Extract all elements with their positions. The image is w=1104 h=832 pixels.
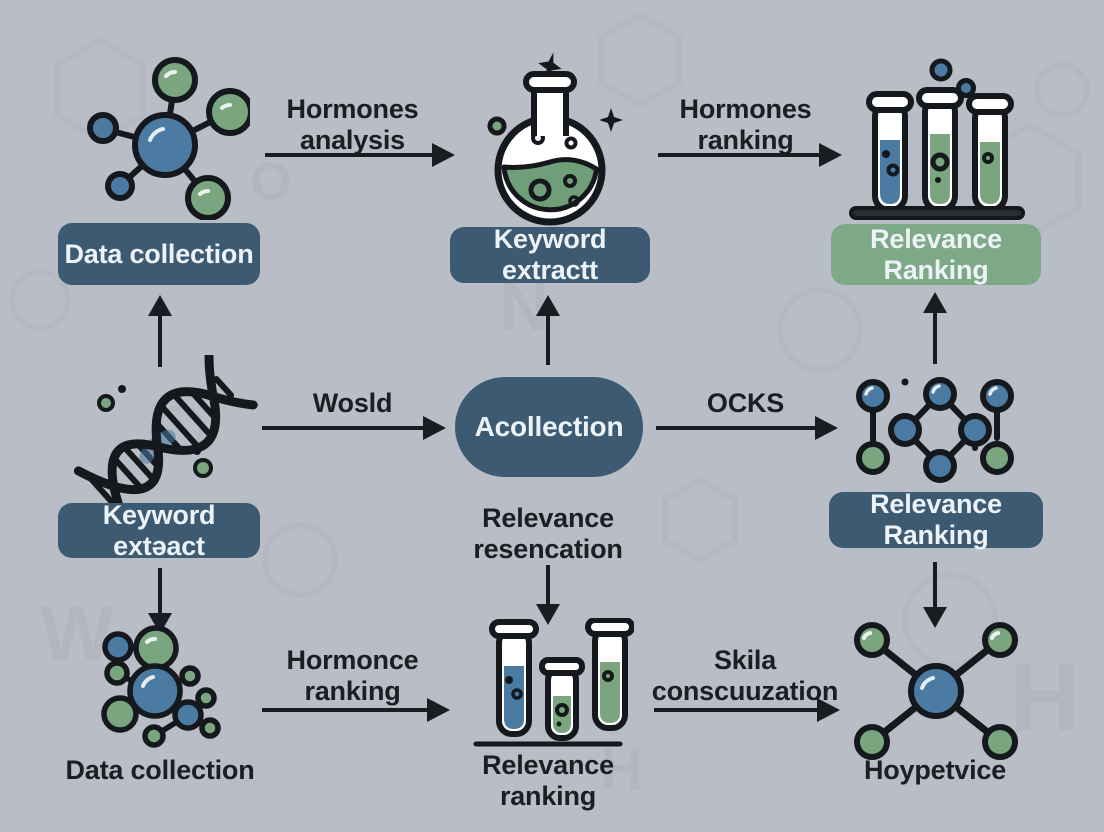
node-label: Data collection	[64, 238, 254, 269]
arrow-up-center-column	[536, 295, 560, 365]
svg-text:H: H	[1010, 644, 1079, 751]
arrow-down-center-column	[536, 565, 560, 625]
node-label: Keyword extractt	[493, 224, 607, 285]
test-tubes-icon	[462, 617, 635, 755]
x-molecule-icon	[852, 622, 1020, 765]
svg-text:H: H	[600, 736, 643, 803]
arrow-right-bottom-left	[262, 698, 450, 722]
svg-text:O: O	[250, 152, 292, 212]
arrow-up-right-column	[923, 292, 947, 364]
edge-label-ocks: OCKS	[706, 388, 785, 418]
node-label: Keyword extəact	[102, 499, 216, 561]
arrow-down-right-column	[923, 562, 947, 628]
arrow-right-top-right	[658, 143, 842, 167]
arrow-right-bottom-right	[654, 698, 840, 722]
molecule-icon	[70, 50, 254, 225]
edge-label-relevance-resencation: Relevance resencation	[473, 503, 623, 565]
arrow-down-left-column	[148, 568, 172, 634]
caption-hoypetvice: Hoypetvice	[863, 755, 1007, 785]
molecule-network-icon	[845, 368, 1025, 503]
caption-data-collection: Data collection	[65, 755, 255, 785]
node-keyword-extract-top: Keyword extractt	[450, 224, 650, 285]
caption-relevance-ranking: Relevance ranking	[482, 750, 614, 812]
node-keyword-extract-mid: Keyword extəact	[58, 500, 260, 561]
arrow-right-mid-left	[262, 416, 446, 440]
edge-label-wosld: Wosld	[312, 388, 393, 418]
node-label: Relevance Ranking	[870, 223, 1002, 285]
node-label: Relevance Ranking	[870, 489, 1002, 550]
svg-text:W: W	[40, 589, 114, 677]
node-label: Acollection	[474, 411, 624, 442]
node-relevance-ranking-mid: Relevance Ranking	[829, 489, 1043, 550]
node-relevance-ranking-top: Relevance Ranking	[831, 224, 1041, 285]
edge-label-hormones-ranking: Hormones ranking	[679, 94, 812, 156]
flask-icon	[470, 52, 630, 242]
edge-label-skila-conscuuzation: Skila conscuuzation	[651, 645, 839, 707]
node-data-collection-top: Data collection	[58, 223, 260, 285]
arrow-right-mid-right	[656, 416, 838, 440]
arrow-right-top-left	[265, 143, 455, 167]
edge-label-hormonce-ranking: Hormonce ranking	[286, 645, 419, 707]
node-acollection: Acollection	[455, 377, 643, 477]
edge-label-hormones-analysis: Hormones analysis	[286, 94, 419, 156]
molecule-cluster-icon	[75, 618, 265, 773]
test-tubes-rack-icon	[845, 58, 1030, 231]
arrow-up-left-column	[148, 295, 172, 367]
